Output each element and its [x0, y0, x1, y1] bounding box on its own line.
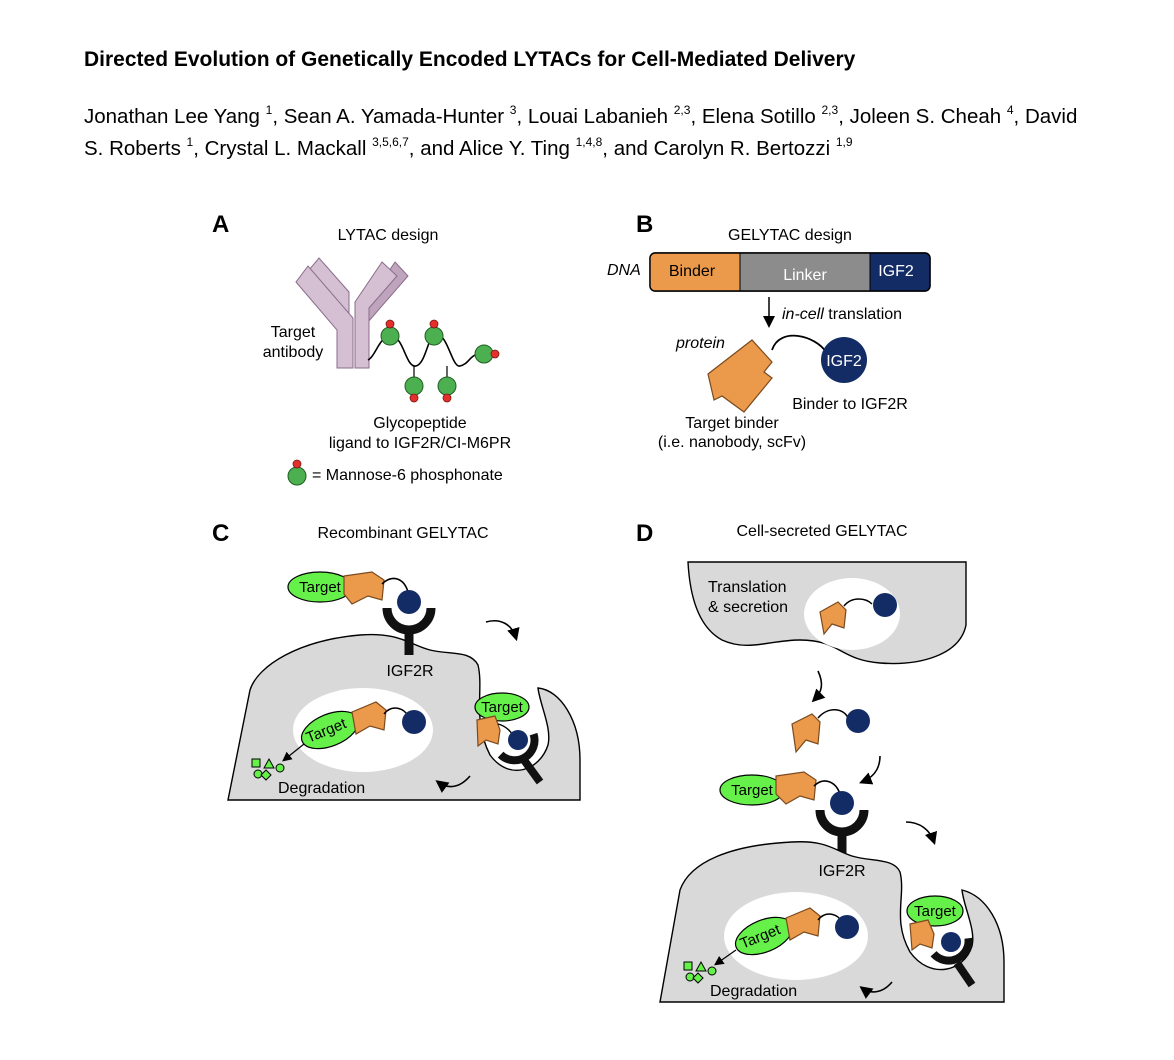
- author-name: , Joleen S. Cheah: [838, 104, 1007, 128]
- author-list: Jonathan Lee Yang 1, Sean A. Yamada-Hunt…: [84, 98, 1084, 162]
- protein-label: protein: [675, 335, 725, 352]
- igf2r-label-d: IGF2R: [818, 863, 865, 880]
- panel-c-letter: C: [212, 520, 229, 547]
- panel-a-letter: A: [212, 211, 229, 238]
- panel-d: D Cell-secreted GELYTAC Translation & se…: [636, 520, 1005, 1003]
- glycopeptide-label-1: Glycopeptide: [373, 415, 466, 432]
- target-label-top: Target: [299, 579, 342, 596]
- segment-binder: Binder: [669, 263, 716, 280]
- author-affiliation: 1: [186, 134, 194, 149]
- endosome-complex: [474, 692, 544, 785]
- lysosome-complex-d: [734, 907, 859, 956]
- author-affiliation: 2,3: [673, 103, 691, 117]
- antibody-label-2: antibody: [263, 344, 324, 361]
- arrow-degradation: [282, 743, 305, 762]
- panel-d-letter: D: [636, 520, 653, 547]
- igf2r-label: IGF2R: [386, 663, 433, 680]
- free-gelytac: [791, 709, 870, 754]
- panel-c: C Recombinant GELYTAC Target IGF2R: [212, 520, 581, 801]
- mannose-legend-text: = Mannose-6 phosphonate: [312, 467, 503, 484]
- target-label-bound: Target: [731, 782, 774, 799]
- bound-gelytac-complex: [719, 771, 869, 858]
- binder-to-igf2r-label: Binder to IGF2R: [792, 396, 908, 413]
- translation-italic: in-cell: [782, 306, 824, 323]
- paper-title: Directed Evolution of Genetically Encode…: [84, 48, 856, 71]
- top-gelytac-complex: [287, 571, 436, 655]
- dna-label: DNA: [607, 262, 641, 279]
- degradation-fragments-icon-d: [683, 960, 717, 984]
- arrow-binding: [859, 755, 881, 785]
- glycopeptide-label-2: ligand to IGF2R/CI-M6PR: [329, 435, 511, 452]
- author-name: , and Carolyn R. Bertozzi: [602, 136, 836, 160]
- degradation-label-d: Degradation: [710, 983, 797, 1000]
- author-affiliation: 3: [509, 103, 517, 117]
- panel-d-title: Cell-secreted GELYTAC: [736, 523, 907, 540]
- panel-b: B GELYTAC design DNA Binder Linker IGF2 …: [607, 211, 931, 451]
- mannose-legend-icon: [287, 459, 307, 486]
- gene-construct: [649, 252, 931, 292]
- author-affiliation: 3,5,6,7: [372, 134, 409, 149]
- author-affiliation: 1: [265, 103, 273, 117]
- target-label-endosome: Target: [481, 699, 524, 716]
- author-name: , Sean A. Yamada-Hunter: [272, 104, 510, 128]
- panel-c-title: Recombinant GELYTAC: [317, 525, 488, 542]
- degradation-label: Degradation: [278, 780, 365, 797]
- degradation-fragments-icon: [251, 757, 285, 781]
- arrow-secretion: [811, 670, 826, 703]
- panel-a-title: LYTAC design: [338, 227, 439, 244]
- author-name: , and Alice Y. Ting: [408, 136, 576, 160]
- arrow-bottom: [435, 775, 471, 793]
- author-name: Jonathan Lee Yang: [84, 104, 266, 128]
- igf2-circle-label: IGF2: [826, 353, 862, 370]
- author-name: , Louai Labanieh: [516, 104, 674, 128]
- target-binder-label-1: Target binder: [685, 415, 779, 432]
- secretion-label-2: & secretion: [708, 599, 788, 616]
- translation-label: in-cell translation: [782, 306, 902, 323]
- secreting-vesicle: [804, 578, 900, 650]
- translation-rest: translation: [824, 306, 902, 323]
- panel-b-letter: B: [636, 211, 653, 238]
- panel-a: A LYTAC design Target antibody: [212, 211, 511, 486]
- gelytac-protein-icon: [707, 334, 867, 413]
- panel-b-title: GELYTAC design: [728, 227, 852, 244]
- author-affiliation: 1,4,8: [575, 134, 603, 149]
- author-affiliation: 1,9: [835, 134, 853, 149]
- target-label-endosome-d: Target: [914, 903, 957, 920]
- lysosome-complex: [300, 701, 426, 750]
- antibody-label-1: Target: [271, 324, 316, 341]
- segment-igf2: IGF2: [878, 263, 914, 280]
- endosome-complex-d: [906, 895, 976, 988]
- author-affiliation: 4: [1006, 103, 1014, 117]
- arrow-degradation-d: [714, 949, 737, 966]
- mannose-6-phosphonate-group: [380, 319, 500, 403]
- author-name: , Elena Sotillo: [690, 104, 822, 128]
- antibody-icon: [295, 257, 409, 369]
- arrow-internalize: [905, 821, 938, 846]
- author-name: , David S. Roberts: [84, 104, 1078, 160]
- target-binder-label-2: (i.e. nanobody, scFv): [658, 434, 806, 451]
- author-name: , Crystal L. Mackall: [193, 136, 373, 160]
- arrow-top-right: [485, 620, 520, 642]
- secreted-gelytac-in-vesicle: [819, 593, 897, 636]
- author-affiliation: 2,3: [821, 103, 839, 117]
- arrow-recycle-d: [859, 981, 893, 999]
- secretion-label-1: Translation: [708, 579, 787, 596]
- segment-linker: Linker: [783, 267, 827, 284]
